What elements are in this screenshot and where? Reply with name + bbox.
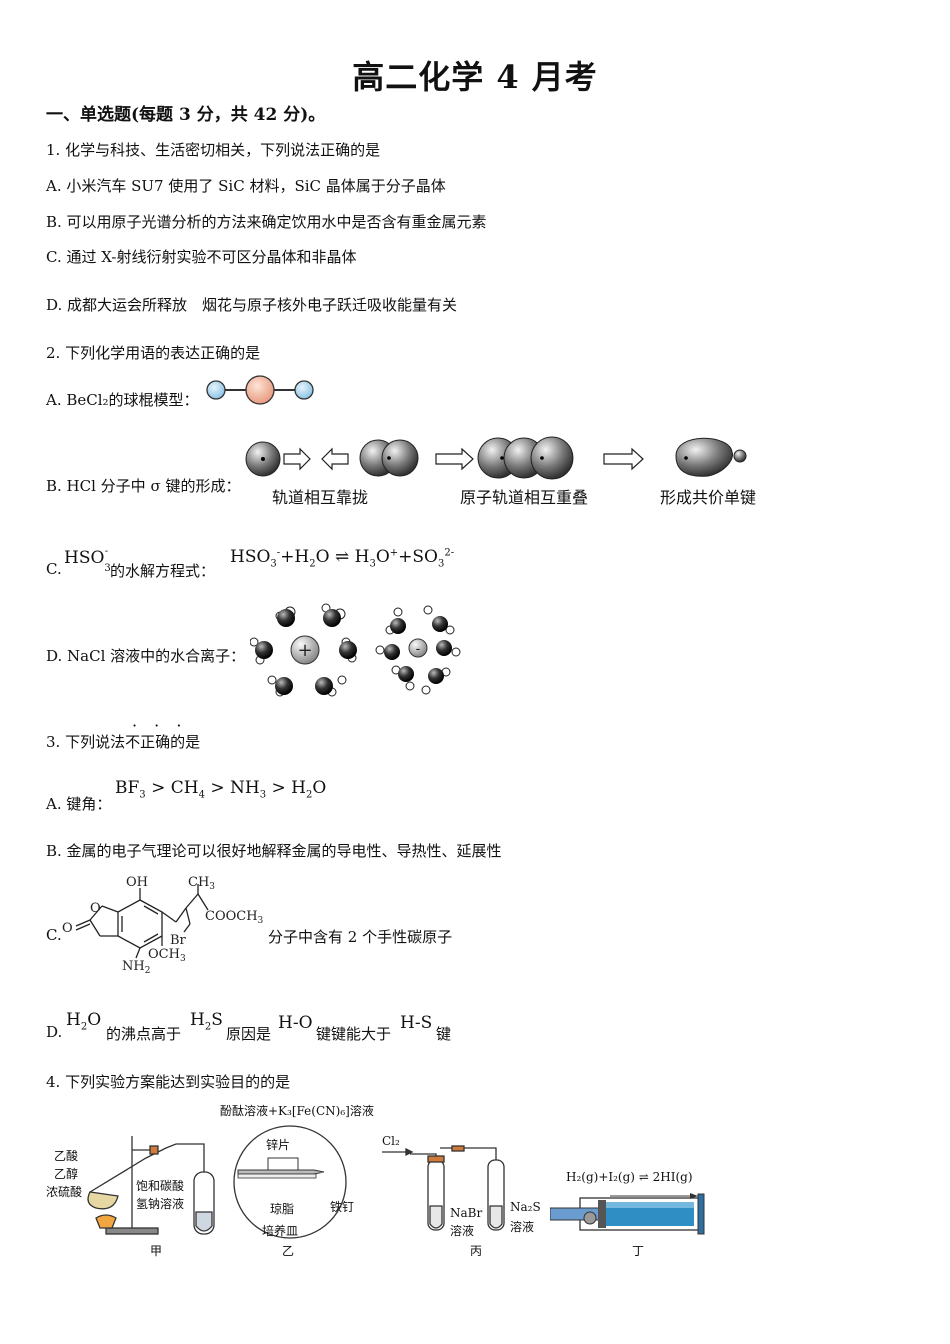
q2-option-c-suffix: 的水解方程式：: [110, 562, 216, 580]
q1-option-c: C. 通过 X-射线衍射实验不可区分晶体和非晶体: [46, 248, 357, 266]
apparatus-ding: [550, 1193, 705, 1235]
q3-d-text-2: 原因是: [226, 1025, 272, 1043]
jia-caption: 甲: [150, 1244, 163, 1258]
q4-stem: 4. 下列实验方案能达到实验目的的是: [46, 1073, 291, 1091]
yi-agar-label: 琼脂: [270, 1202, 295, 1216]
q3-option-c-text: 分子中含有 2 个手性碳原子: [268, 928, 453, 946]
q2-stem: 2. 下列化学用语的表达正确的是: [46, 344, 261, 362]
becl2-ball-stick-model: [206, 375, 314, 405]
q3-d-text-4: 键: [436, 1025, 452, 1043]
emphasis-dots: · · ·: [132, 716, 188, 735]
q3-option-b: B. 金属的电子气理论可以很好地解释金属的导电性、导热性、延展性: [46, 842, 502, 860]
hso3-formula: HSO3-: [64, 546, 111, 575]
jia-label-ethanol: 乙醇: [54, 1167, 79, 1181]
svg-text:OH: OH: [126, 875, 148, 890]
yi-top-label: 酚酞溶液+K₃[Fe(CN)₆]溶液: [220, 1104, 374, 1118]
svg-text:NH2: NH2: [122, 959, 150, 976]
q1-option-b: B. 可以用原子光谱分析的方法来确定饮用水中是否含有重金属元素: [46, 213, 487, 231]
bing-nabr-label-1: NaBr: [450, 1206, 483, 1220]
svg-text:CH3: CH3: [188, 875, 215, 892]
apparatus-bing: [382, 1145, 505, 1231]
hcl-sigma-bond-diagram: [245, 436, 747, 480]
bing-cl2-label: Cl₂: [382, 1134, 400, 1148]
q1-stem: 1. 化学与科技、生活密切相关，下列说法正确的是: [46, 141, 381, 159]
yi-zinc-label: 锌片: [266, 1138, 291, 1152]
yi-nail-label: 铁钉: [330, 1200, 355, 1214]
bing-na2s-label-1: Na₂S: [510, 1200, 541, 1214]
h-s-bond: H-S: [400, 1013, 433, 1033]
q2-option-d-label: D. NaCl 溶液中的水合离子：: [46, 647, 246, 665]
section-heading: 一、单选题(每题 3 分，共 42 分)。: [46, 105, 326, 125]
bond-angle-comparison: BF3 > CH4 > NH3 > H2O: [115, 778, 327, 801]
caption-approach: 轨道相互靠拢: [272, 488, 369, 507]
q3-stem: 3. 下列说法不正确的是: [46, 733, 201, 751]
caption-overlap: 原子轨道相互重叠: [460, 488, 589, 507]
yi-dish-label: 培养皿: [262, 1224, 299, 1238]
apparatus-yi: [233, 1125, 347, 1239]
ding-equation: H₂(g)+I₂(g) ⇌ 2HI(g): [566, 1170, 693, 1184]
svg-text:O: O: [90, 901, 101, 916]
q1-option-a: A. 小米汽车 SU7 使用了 SiC 材料，SiC 晶体属于分子晶体: [46, 177, 446, 195]
jia-label-bicarbonate-2: 氢钠溶液: [136, 1197, 185, 1211]
q2-option-a-label: A. BeCl₂的球棍模型：: [46, 391, 199, 409]
svg-text:OCH3: OCH3: [148, 947, 186, 964]
h2s-formula: H2S: [190, 1010, 223, 1033]
q2-option-c-prefix: C.: [46, 560, 62, 578]
page-title: 高二化学 4 月考: [352, 58, 598, 96]
jia-label-acetic-acid: 乙酸: [54, 1149, 79, 1163]
bing-nabr-label-2: 溶液: [450, 1224, 475, 1238]
svg-text:+: +: [297, 640, 312, 661]
h2o-formula: H2O: [66, 1010, 102, 1033]
ding-caption: 丁: [632, 1244, 645, 1258]
svg-text:COOCH3: COOCH3: [205, 909, 264, 926]
jia-label-bicarbonate-1: 饱和碳酸: [136, 1179, 185, 1193]
apparatus-jia: [87, 1136, 215, 1235]
svg-text:O: O: [62, 921, 73, 936]
q2-option-b-label: B. HCl 分子中 σ 键的形成：: [46, 477, 241, 495]
q3-d-text-1: 的沸点高于: [106, 1025, 182, 1043]
q1-option-d: D. 成都大运会所释放 烟花与原子核外电子跃迁吸收能量有关: [46, 296, 458, 314]
h-o-bond: H-O: [278, 1013, 313, 1033]
svg-text:-: -: [416, 641, 421, 657]
q3-d-text-3: 键键能大于: [316, 1025, 392, 1043]
yi-caption: 乙: [282, 1244, 295, 1258]
q3-option-a-label: A. 键角：: [46, 795, 112, 813]
q3-option-c-label: C.: [46, 926, 62, 944]
hydrolysis-equation: HSO3-+H2O ⇌ H3O++SO32-: [230, 547, 455, 570]
organic-structure-formula: OH CH3 COOCH3 Br O O OCH3 NH2: [62, 875, 264, 976]
jia-label-sulfuric-acid: 浓硫酸: [46, 1185, 83, 1199]
caption-single-bond: 形成共价单键: [660, 488, 757, 507]
hydrated-ions-diagram: + -: [250, 603, 461, 697]
q3-option-d-label: D.: [46, 1023, 63, 1041]
bing-na2s-label-2: 溶液: [510, 1220, 535, 1234]
bing-caption: 丙: [470, 1244, 483, 1258]
svg-text:Br: Br: [170, 933, 187, 948]
